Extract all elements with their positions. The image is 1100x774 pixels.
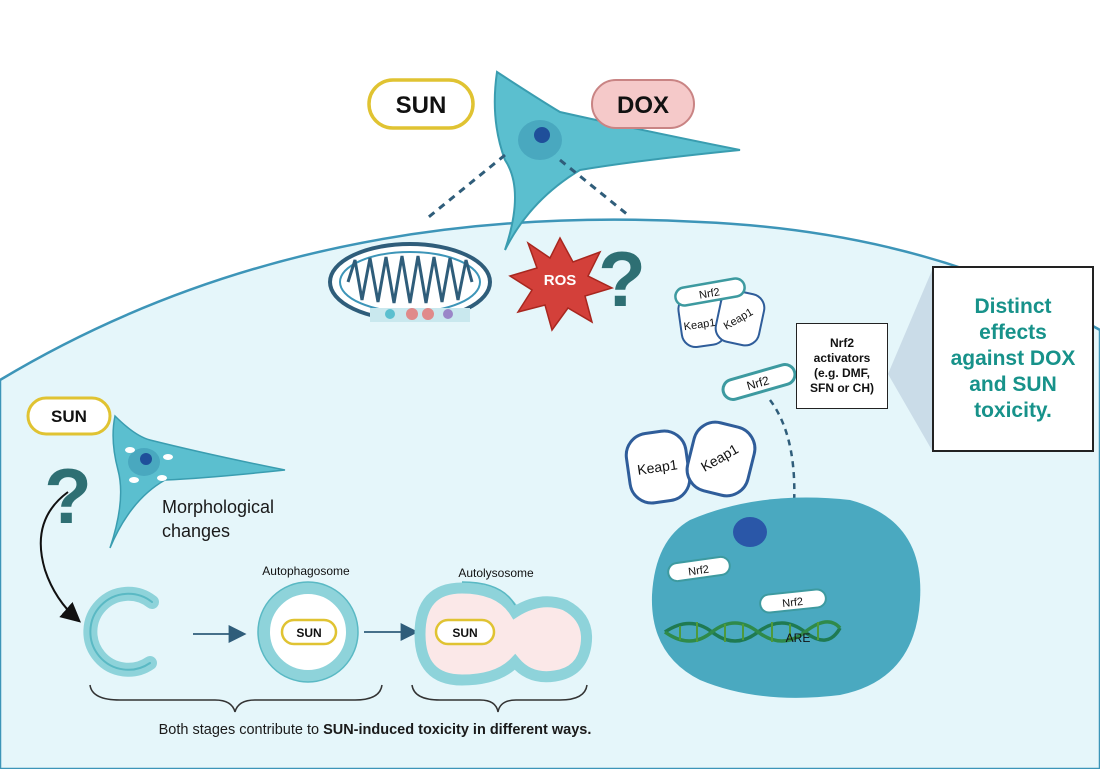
are-label: ARE xyxy=(786,631,811,645)
autolysosome-icon: SUN xyxy=(414,581,593,686)
mitochondrion-icon xyxy=(328,242,492,322)
distinct-effects-text: Distinct effects against DOX and SUN tox… xyxy=(950,295,1076,422)
nrf2-translocation-arrow xyxy=(768,399,808,525)
dox-pill: DOX xyxy=(591,79,695,129)
callout-connector xyxy=(888,268,933,452)
keap1-label-a: Keap1 xyxy=(636,456,679,478)
question-mark-left-icon: ? xyxy=(44,452,92,540)
sun-label-top: SUN xyxy=(396,92,447,119)
nrf2-label-top: Nrf2 xyxy=(698,286,721,301)
sun-cargo-autolysosome: SUN xyxy=(452,626,477,640)
question-mark-top-icon: ? xyxy=(598,235,646,323)
curved-arrow-left xyxy=(39,491,82,623)
dna-helix-icon xyxy=(663,620,842,643)
activators-line1: activators xyxy=(813,351,871,365)
activators-line3: SFN or CH) xyxy=(810,381,874,395)
keap1-label-top-a: Keap1 xyxy=(683,317,716,333)
bottom-caption: Both stages contribute to SUN-induced to… xyxy=(140,720,610,741)
autophagosome-icon: SUN xyxy=(257,581,359,683)
keap1-dimer: Keap1 Keap1 xyxy=(624,420,757,505)
sun-cargo-autophagosome: SUN xyxy=(296,626,321,640)
ros-label: ROS xyxy=(544,272,577,289)
sun-label-left: SUN xyxy=(51,407,87,426)
sun-pill-left: SUN xyxy=(26,396,112,436)
autophagosome-label: Autophagosome xyxy=(262,564,350,578)
ros-burst: ROS xyxy=(508,236,615,332)
sun-pill-top: SUN xyxy=(367,78,475,130)
cardiomyocyte-top xyxy=(493,70,741,251)
caption-bold: SUN-induced toxicity in different ways. xyxy=(323,722,592,738)
caption-prefix: Both stages contribute to xyxy=(158,722,324,738)
autolysosome-label: Autolysosome xyxy=(458,566,534,580)
nrf2-nuclear-a: Nrf2 xyxy=(667,555,731,583)
keap1-nrf2-complex-top: Keap1 Keap1 Nrf2 xyxy=(674,277,766,348)
nrf2-nuclear-b: Nrf2 xyxy=(759,588,827,614)
nrf2-label-nucleus-a: Nrf2 xyxy=(687,564,709,579)
brace-left xyxy=(89,684,383,713)
cardiomyocyte-left xyxy=(109,414,286,549)
zoom-line-right xyxy=(559,158,629,217)
activators-line2: (e.g. DMF, xyxy=(814,366,870,380)
nrf2-free: Nrf2 xyxy=(721,363,797,401)
nrf2-label-free: Nrf2 xyxy=(745,373,771,393)
dox-label: DOX xyxy=(617,92,669,119)
distinct-effects-box: Distinct effects against DOX and SUN tox… xyxy=(932,266,1094,452)
brace-right xyxy=(411,684,588,713)
nrf2-label-nucleus-b: Nrf2 xyxy=(782,596,804,610)
zoom-line-left xyxy=(424,153,506,222)
activators-title: Nrf2 xyxy=(829,336,854,350)
nrf2-activators-box: Nrf2 activators (e.g. DMF, SFN or CH) xyxy=(796,323,888,409)
morphological-changes-label: Morphological changes xyxy=(162,497,275,541)
